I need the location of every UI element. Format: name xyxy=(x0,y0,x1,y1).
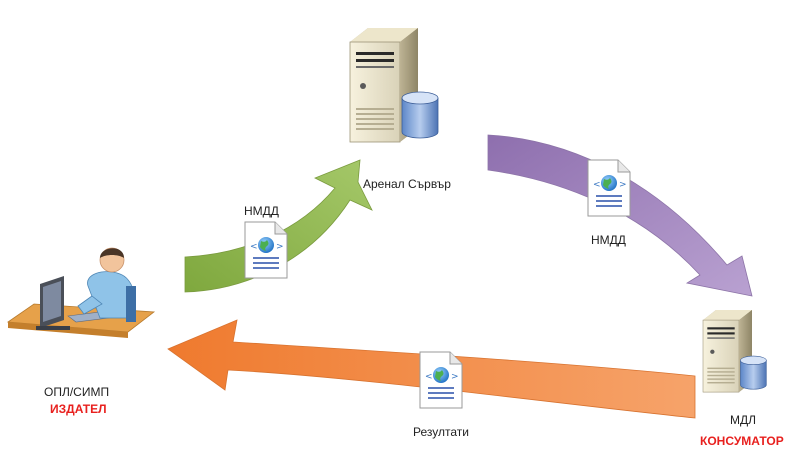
web-document-icon xyxy=(587,159,631,217)
consumer-label: МДЛ xyxy=(730,413,756,427)
publish-flow-label: НМДД xyxy=(244,204,279,218)
deliver-flow-arrow xyxy=(487,134,753,297)
web-document-icon xyxy=(419,351,463,409)
web-document-icon xyxy=(244,221,288,279)
server-database-icon xyxy=(702,309,767,393)
results-flow-label: Резултати xyxy=(413,425,469,439)
publisher-label: ОПЛ/СИМП xyxy=(44,385,110,399)
consumer-role: КОНСУМАТОР xyxy=(700,434,784,448)
deliver-flow-label: НМДД xyxy=(591,233,626,247)
publisher-role: ИЗДАТЕЛ xyxy=(50,402,107,416)
server-label: Аренал Сървър xyxy=(363,177,451,191)
user-at-computer-icon xyxy=(6,247,156,338)
server-database-icon xyxy=(349,27,439,143)
